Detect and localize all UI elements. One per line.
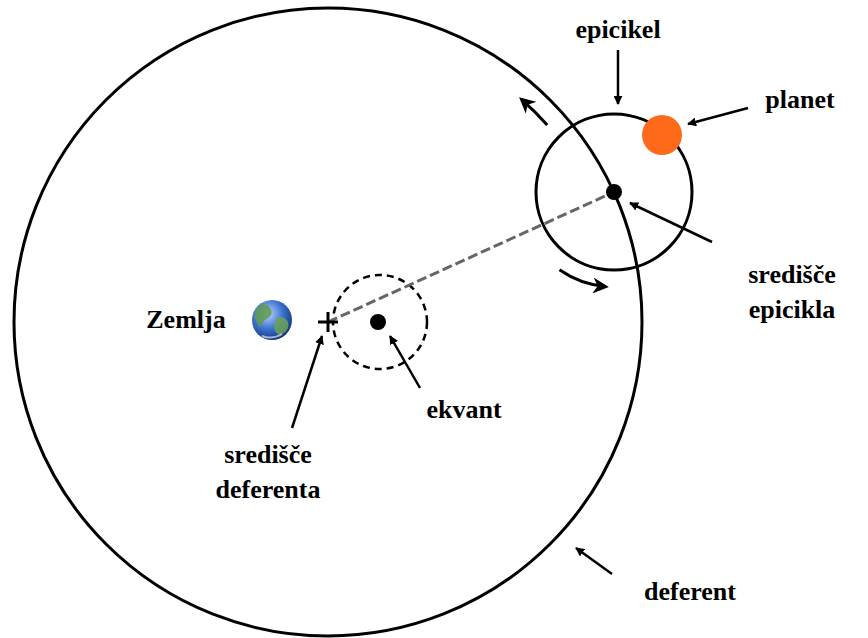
center-plus [318, 312, 338, 332]
epicycle-motion-arrow [560, 270, 606, 287]
leader-arrow [688, 108, 748, 124]
deferent-circle [14, 8, 642, 636]
leader-arrow [630, 203, 712, 242]
epicycle-center [606, 184, 622, 200]
deferent-motion-arrow [522, 99, 548, 125]
epicycle-circle [536, 114, 692, 270]
earth-label: Zemlja [146, 302, 225, 337]
equant-label: ekvant [426, 392, 501, 427]
planet-dot [642, 115, 682, 155]
leader-arrow [292, 336, 322, 428]
planet-label: planet [765, 82, 834, 117]
leader-arrow [390, 336, 420, 388]
equant-circle [333, 275, 427, 369]
leader-arrow [617, 50, 620, 104]
epicycle-center-label: središče epicikla [727, 257, 857, 327]
deferent-label: deferent [644, 574, 736, 609]
equant-dot [370, 314, 386, 330]
epicycle-label: epicikel [575, 12, 660, 47]
deferent-center-label: središče deferenta [193, 437, 343, 507]
leader-arrow [576, 548, 612, 574]
earth-globe [252, 298, 292, 340]
